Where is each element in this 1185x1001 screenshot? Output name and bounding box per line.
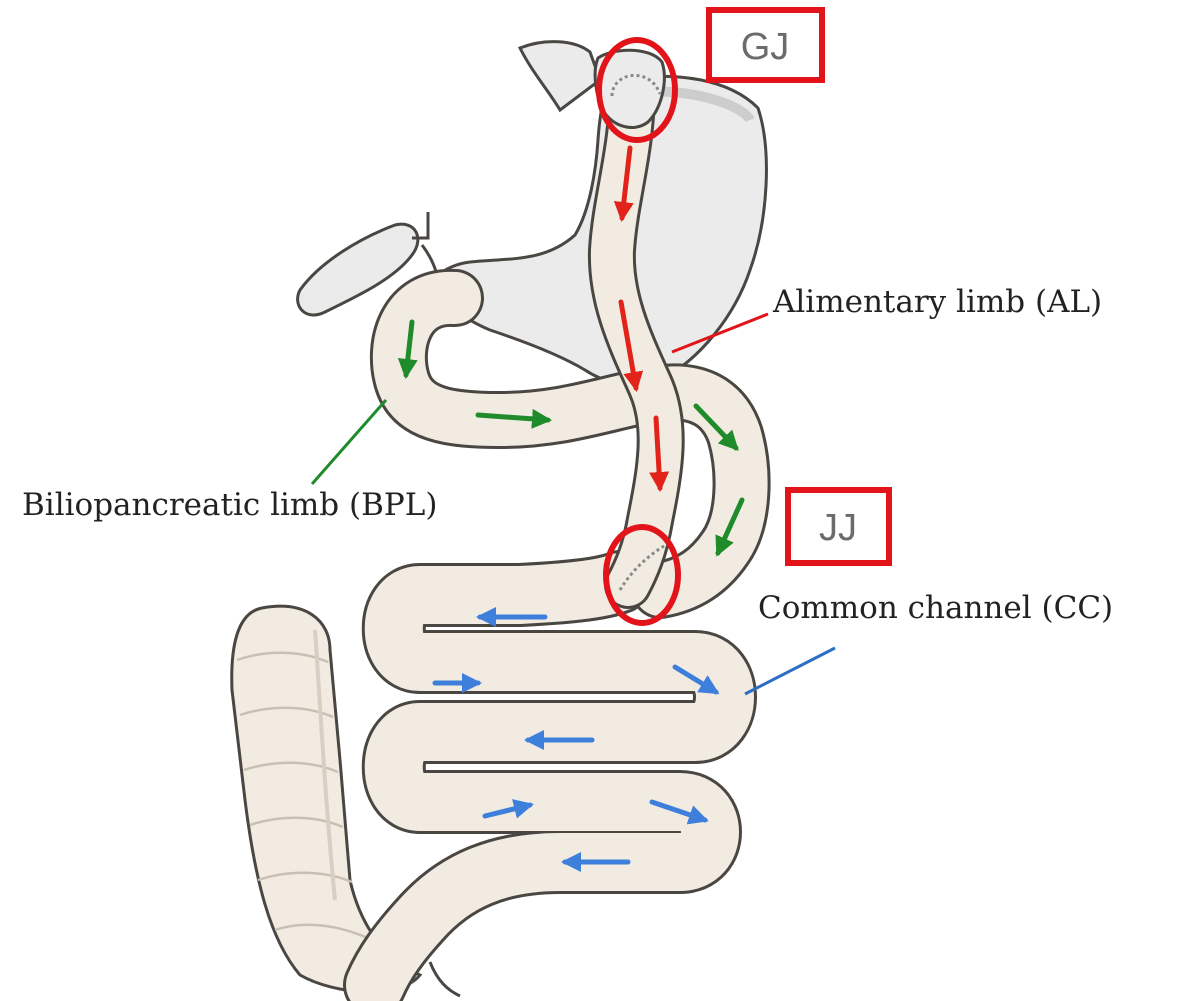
jj-label-box: JJ: [788, 490, 889, 563]
biliopancreatic-leader-line: [312, 400, 386, 484]
biliopancreatic-limb-label: Biliopancreatic limb (BPL): [22, 487, 437, 523]
esophagus: [520, 42, 600, 110]
common-channel-label: Common channel (CC): [758, 590, 1113, 626]
jj-label: JJ: [819, 507, 857, 549]
gj-label-box: GJ: [709, 10, 822, 80]
alimentary-limb-label: Alimentary limb (AL): [772, 284, 1102, 320]
common-channel-bowel: [375, 582, 725, 985]
gj-label: GJ: [741, 26, 790, 68]
common-leader-line: [745, 648, 835, 694]
appendix: [430, 962, 460, 996]
